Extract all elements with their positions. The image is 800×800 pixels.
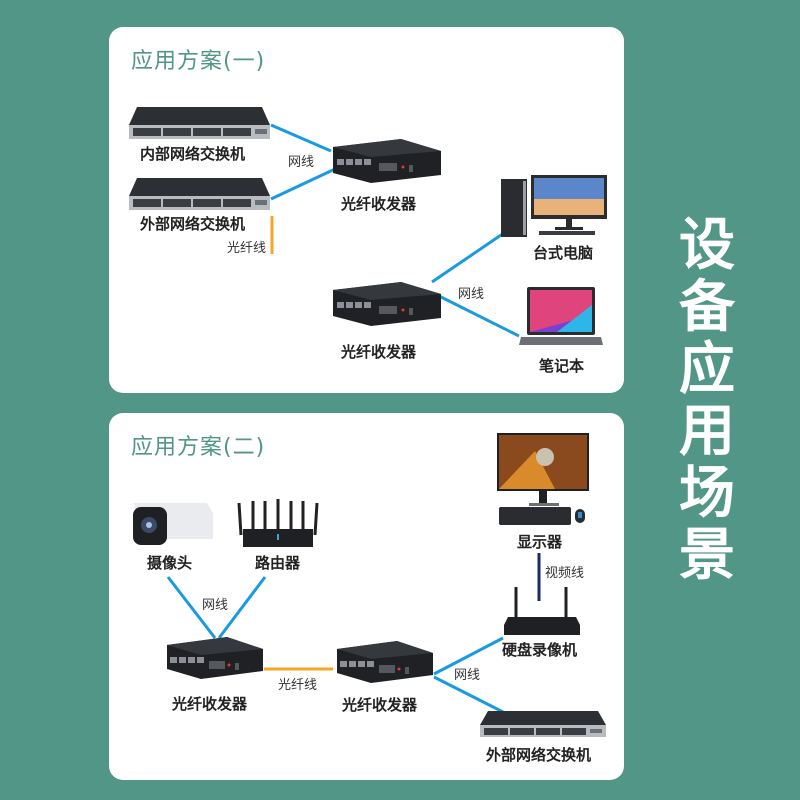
network-switch-icon	[480, 711, 606, 737]
ethernet-line	[431, 231, 505, 284]
connection-lines	[166, 553, 541, 714]
scenario-panel-1: 应用方案(一) 内部网络交换机 外部网络交换机 网线 光纤收发器 光纤线	[109, 27, 624, 393]
label-desktop: 台式电脑	[533, 244, 594, 262]
monitor-icon	[497, 433, 589, 525]
wire-label-ethernet: 网线	[454, 668, 481, 683]
side-title-char: 景	[679, 523, 735, 588]
nvr-recorder-icon	[504, 587, 580, 635]
side-title-char: 备	[679, 275, 735, 340]
side-title-char: 场	[679, 461, 735, 526]
fiber-transceiver-icon	[337, 641, 433, 683]
laptop-icon	[519, 287, 603, 345]
fiber-transceiver-icon	[333, 282, 441, 326]
ethernet-line	[270, 167, 336, 201]
label-router: 路由器	[255, 554, 301, 572]
label-monitor: 显示器	[517, 533, 563, 551]
ethernet-line	[436, 293, 520, 338]
panel-title: 应用方案(一)	[131, 49, 266, 74]
label-switch-internal: 内部网络交换机	[140, 145, 246, 163]
label-switch-external: 外部网络交换机	[140, 215, 246, 233]
side-title: 设 备 应 用 场 景	[672, 215, 742, 587]
desktop-computer-icon	[501, 175, 607, 237]
label-transceiver: 光纤收发器	[341, 195, 417, 213]
ethernet-line	[166, 576, 217, 639]
network-switch-icon	[129, 178, 270, 210]
label-nvr: 硬盘录像机	[502, 641, 578, 659]
label-transceiver: 光纤收发器	[172, 695, 248, 713]
connection-lines	[270, 123, 520, 338]
security-camera-icon	[133, 503, 213, 545]
label-camera: 摄像头	[147, 554, 193, 572]
side-title-char: 应	[679, 337, 735, 402]
wire-label-ethernet: 网线	[288, 155, 315, 170]
ethernet-line	[217, 576, 267, 639]
fiber-transceiver-icon	[167, 637, 263, 679]
fiber-transceiver-icon	[333, 139, 441, 183]
wire-label-fiber: 光纤线	[278, 678, 318, 693]
ethernet-line	[270, 123, 332, 153]
network-switch-icon	[129, 107, 270, 139]
ethernet-line	[433, 636, 504, 676]
label-transceiver: 光纤收发器	[342, 696, 418, 714]
panel-title: 应用方案(二)	[131, 435, 266, 460]
scenario-panel-2: 应用方案(二) 摄像头 路由器 网线 光纤收发器 光纤线	[109, 413, 624, 780]
label-laptop: 笔记本	[539, 357, 585, 375]
wire-label-video: 视频线	[545, 566, 585, 581]
side-title-char: 设	[679, 213, 735, 278]
router-icon	[237, 499, 319, 547]
label-transceiver: 光纤收发器	[341, 343, 417, 361]
wire-label-fiber: 光纤线	[227, 241, 267, 256]
wire-label-ethernet: 网线	[202, 598, 229, 613]
side-title-char: 用	[679, 399, 735, 464]
wire-label-ethernet: 网线	[458, 287, 485, 302]
label-switch-external: 外部网络交换机	[486, 746, 592, 764]
ethernet-line	[433, 675, 504, 714]
